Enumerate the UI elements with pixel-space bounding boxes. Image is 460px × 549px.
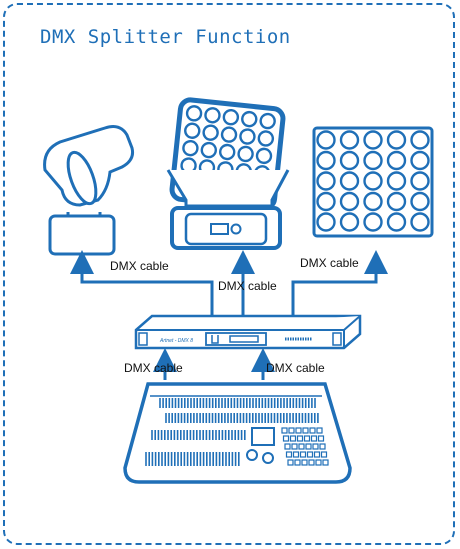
led-lens [240, 129, 255, 144]
console-key [306, 444, 311, 449]
console-key [309, 460, 314, 465]
matrix-led [318, 214, 335, 231]
console-key [298, 436, 303, 441]
led-lens [201, 142, 216, 157]
matrix-led [318, 152, 335, 169]
console-key [305, 436, 310, 441]
console-key [320, 444, 325, 449]
console-key [285, 444, 290, 449]
label-dmx-cable-right: DMX cable [300, 256, 359, 270]
matrix-led [341, 214, 358, 231]
console-key [295, 460, 300, 465]
console-key [303, 428, 308, 433]
label-dmx-cable-console-left: DMX cable [124, 361, 183, 375]
console-key [288, 460, 293, 465]
led-moving-head-icon [168, 99, 288, 248]
matrix-led [318, 132, 335, 149]
console-key [312, 436, 317, 441]
matrix-led [318, 173, 335, 190]
console-key [289, 428, 294, 433]
console-key [282, 428, 287, 433]
label-dmx-cable-left: DMX cable [110, 259, 169, 273]
console-key [294, 452, 299, 457]
led-lens [258, 131, 273, 146]
console-key [317, 428, 322, 433]
console-key [287, 452, 292, 457]
matrix-led [412, 214, 429, 231]
matrix-led [388, 132, 405, 149]
matrix-led [341, 193, 358, 210]
matrix-led [365, 173, 382, 190]
console-key [299, 444, 304, 449]
matrix-led [318, 193, 335, 210]
led-lens [205, 108, 220, 123]
matrix-led [365, 132, 382, 149]
matrix-led [412, 173, 429, 190]
console-key [319, 436, 324, 441]
matrix-led [341, 152, 358, 169]
matrix-led [388, 193, 405, 210]
led-matrix-panel-icon [314, 128, 432, 236]
console-key [316, 460, 321, 465]
led-lens [183, 140, 198, 155]
matrix-led [365, 193, 382, 210]
console-key [302, 460, 307, 465]
console-key [323, 460, 328, 465]
led-lens [220, 144, 235, 159]
led-lens [223, 110, 238, 125]
led-lens [186, 106, 201, 121]
led-lens [238, 146, 253, 161]
lighting-console-icon [125, 384, 350, 482]
label-dmx-cable-center: DMX cable [218, 279, 277, 293]
matrix-led [341, 173, 358, 190]
matrix-led [365, 214, 382, 231]
console-key [310, 428, 315, 433]
console-key [292, 444, 297, 449]
led-lens [185, 123, 200, 138]
matrix-led [365, 152, 382, 169]
splitter-model-text: Artnet - DMX 8 [159, 338, 193, 344]
led-lens [221, 127, 236, 142]
matrix-led [341, 132, 358, 149]
matrix-led [412, 152, 429, 169]
matrix-led [388, 214, 405, 231]
matrix-led [412, 193, 429, 210]
console-key [313, 444, 318, 449]
matrix-led [412, 132, 429, 149]
console-key [315, 452, 320, 457]
label-dmx-cable-console-right: DMX cable [266, 361, 325, 375]
console-key [322, 452, 327, 457]
console-key [291, 436, 296, 441]
led-lens [203, 125, 218, 140]
led-lens [242, 111, 257, 126]
led-lens [260, 113, 275, 128]
led-lens [256, 148, 271, 163]
matrix-led [388, 173, 405, 190]
moving-head-spot-icon [45, 127, 133, 254]
matrix-led [388, 152, 405, 169]
console-key [301, 452, 306, 457]
console-key [308, 452, 313, 457]
console-key [284, 436, 289, 441]
console-key [296, 428, 301, 433]
